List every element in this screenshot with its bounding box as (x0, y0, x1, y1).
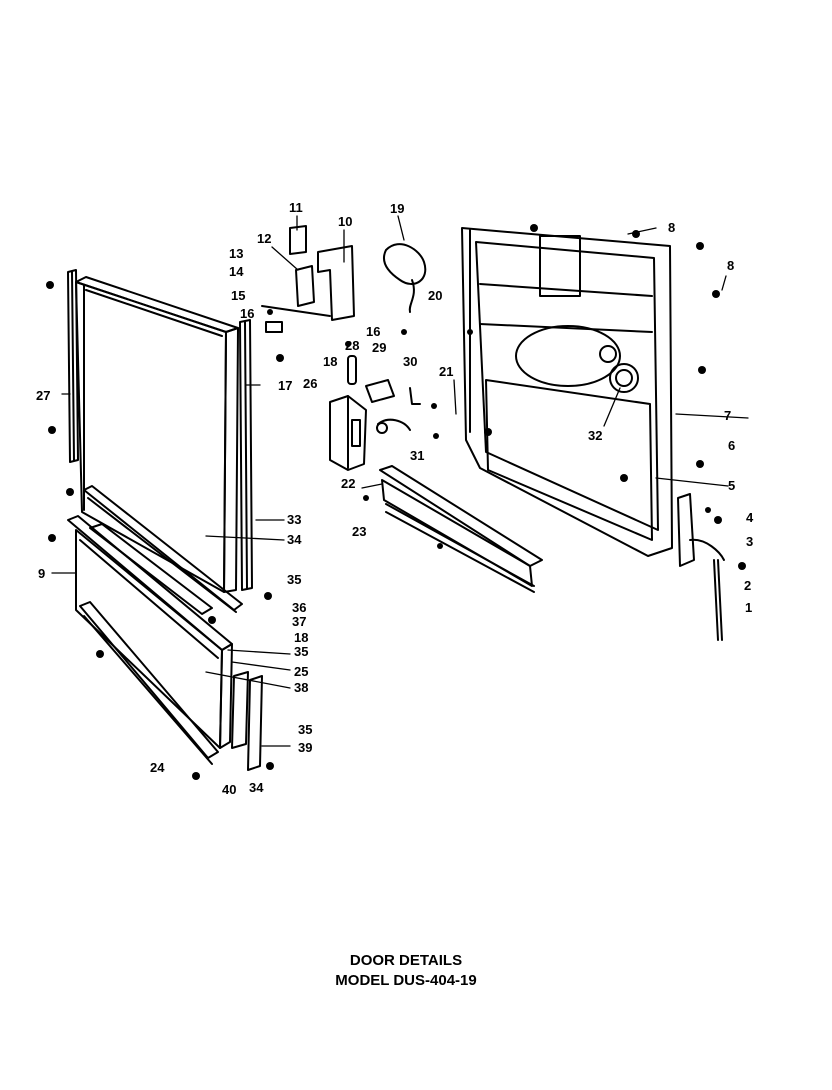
callout-label: 16 (366, 324, 380, 339)
callout-label: 5 (728, 478, 735, 493)
part-40-kick-plate (79, 601, 219, 765)
diagram-caption-title: DOOR DETAILS (349, 952, 463, 969)
callout-label: 35 (287, 572, 301, 587)
callout-label: 32 (588, 428, 602, 443)
diagram-caption-model: MODEL DUS-404-19 (335, 972, 477, 989)
callout-label: 40 (222, 782, 236, 797)
callout-label: 17 (278, 378, 292, 393)
part-26-latch-assembly (329, 395, 367, 471)
callout-label: 26 (303, 376, 317, 391)
leader-lines (51, 215, 749, 747)
part-19-wire-harness (382, 243, 427, 313)
callout-label: 7 (724, 408, 731, 423)
callout-label: 23 (352, 524, 366, 539)
callout-label: 24 (150, 760, 165, 775)
callout-label: 18 (323, 354, 337, 369)
outer-door-panel (75, 276, 239, 593)
callout-label: 8 (727, 258, 734, 273)
callout-label: 31 (410, 448, 424, 463)
part-17-side-channel (239, 319, 253, 591)
callout-label: 12 (257, 231, 271, 246)
callout-label: 11 (289, 200, 303, 215)
callout-label: 4 (746, 510, 754, 525)
callout-label: 9 (38, 566, 45, 581)
callout-label: 33 (287, 512, 301, 527)
callout-label: 8 (668, 220, 675, 235)
callout-label: 30 (403, 354, 417, 369)
callout-label: 35 (294, 644, 308, 659)
part-36-bottom-strip (83, 485, 243, 613)
callout-label: 18 (294, 630, 308, 645)
callout-label: 6 (728, 438, 735, 453)
callout-label: 29 (372, 340, 386, 355)
callout-label: 35 (298, 722, 312, 737)
part-39-end-caps (231, 671, 263, 771)
part-1-spring (713, 559, 723, 641)
callout-label: 1 (745, 600, 752, 615)
callout-label: 34 (287, 532, 302, 547)
callout-label: 3 (746, 534, 753, 549)
callout-label: 2 (744, 578, 751, 593)
part-10-hinge-bracket (261, 225, 355, 333)
callout-label: 28 (345, 338, 359, 353)
callout-label: 21 (439, 364, 453, 379)
callout-label: 25 (294, 664, 308, 679)
callout-label: 13 (229, 246, 243, 261)
callout-label: 14 (229, 264, 244, 279)
fasteners (46, 224, 746, 780)
callout-label: 34 (249, 780, 264, 795)
callout-label: 20 (428, 288, 442, 303)
callout-label: 37 (292, 614, 306, 629)
part-27-side-trim (67, 269, 79, 463)
part-3-hinge-arm (677, 493, 725, 567)
callout-label: 22 (341, 476, 355, 491)
callout-label: 10 (338, 214, 352, 229)
part-22-vent-trim (379, 465, 543, 593)
callout-label: 27 (36, 388, 50, 403)
small-latch-parts (347, 355, 421, 434)
callout-label: 36 (292, 600, 306, 615)
lower-panel-assembly (67, 515, 233, 749)
part-7-inner-door (461, 227, 673, 557)
callout-label: 38 (294, 680, 308, 695)
callout-label: 15 (231, 288, 245, 303)
callout-label: 39 (298, 740, 312, 755)
callout-label: 16 (240, 306, 254, 321)
callout-label: 19 (390, 201, 404, 216)
